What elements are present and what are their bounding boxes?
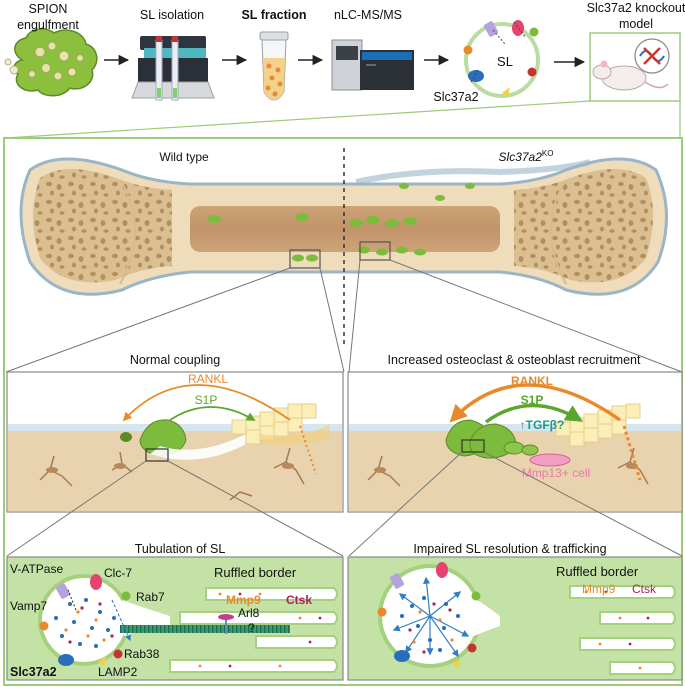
ctsk-left-label: Ctsk: [286, 593, 312, 607]
rankl-label-right: RANKL: [511, 374, 553, 388]
bone-osteoclasts: [207, 183, 475, 262]
vamp7-label: Vamp7: [10, 599, 47, 613]
gene-deletion-icon: [634, 38, 670, 74]
increased-recruitment-title: Increased osteoclast & osteoblast recrui…: [388, 353, 641, 367]
normal-coupling-title: Normal coupling: [130, 353, 220, 367]
ctsk-right-label: Ctsk: [632, 582, 657, 596]
mmp9-left-label: Mmp9: [226, 593, 261, 607]
s1p-label-left: S1P: [195, 393, 218, 407]
microtubule-track: [120, 625, 290, 633]
sl-panel-right: [347, 556, 683, 681]
coupling-panel-left: [6, 371, 344, 513]
sl-vesicle-icon: [463, 20, 540, 98]
tubulation-title: Tubulation of SL: [135, 542, 226, 556]
s1p-label-right: S1P: [521, 393, 544, 407]
step4-label: nLC-MS/MS: [334, 8, 402, 22]
rankl-label-left: RANKL: [188, 372, 228, 386]
step6-label-line2: model: [619, 17, 653, 31]
slc37a2-detail-label: Slc37a2: [10, 665, 57, 679]
wild-type-label: Wild type: [159, 150, 209, 164]
zoom-line: [5, 267, 291, 373]
mass-spectrometer-icon: [331, 39, 414, 91]
zoom-box-ko: [359, 241, 391, 261]
impaired-sl-title: Impaired SL resolution & trafficking: [413, 542, 606, 556]
vatpase-label: V-ATPase: [10, 562, 63, 576]
workflow-strip: SPION engulfment SL isolation SL fractio…: [4, 1, 685, 104]
zoom-line: [389, 259, 683, 373]
sl-center-label: SL: [497, 54, 513, 69]
tgfb-label: ↑TGFβ?: [520, 418, 565, 432]
step1-label-line1: SPION: [29, 2, 68, 16]
sl-panel-left: [6, 556, 344, 681]
knockout-label: Slc37a2KO: [499, 149, 554, 164]
arl8-icon: [218, 614, 234, 634]
ruffled-border-left-label: Ruffled border: [214, 565, 297, 580]
zoom-line: [348, 451, 463, 557]
bone-illustration: [19, 157, 668, 296]
clc7-label: Clc-7: [104, 566, 132, 580]
lamp2-label: LAMP2: [98, 665, 138, 679]
mmp9-right-label: Mmp9: [582, 582, 616, 596]
spion-cell-icon: [4, 28, 98, 97]
arl8-label: Arl8: [238, 606, 260, 620]
knockout-box: [589, 32, 681, 102]
ruffled-border-right-label: Ruffled border: [556, 564, 639, 579]
zoom-line: [6, 460, 147, 557]
zoom-line: [319, 267, 345, 373]
tube-icon: [259, 31, 289, 101]
slc37a2-label: Slc37a2: [433, 90, 478, 104]
mmp13-cell-label: Mmp13+ cell: [522, 466, 590, 480]
zoom-line: [483, 451, 683, 557]
step1-label-line2: engulfment: [17, 18, 79, 32]
step2-label: SL isolation: [140, 8, 204, 22]
rab7-label: Rab7: [136, 590, 165, 604]
coupling-panel-right: [347, 371, 683, 513]
magnetic-rack-icon: [131, 36, 215, 101]
zoom-line: [167, 460, 344, 557]
step3-label: SL fraction: [241, 8, 306, 22]
mouse-icon: [592, 60, 669, 91]
zoom-box-wt: [289, 249, 321, 269]
zoom-connector: [5, 100, 591, 139]
arl8-question-label: ?: [248, 621, 255, 635]
step6-label-line1: Slc37a2 knockout: [587, 1, 685, 15]
zoom-line: [348, 259, 361, 373]
rab38-label: Rab38: [124, 647, 160, 661]
